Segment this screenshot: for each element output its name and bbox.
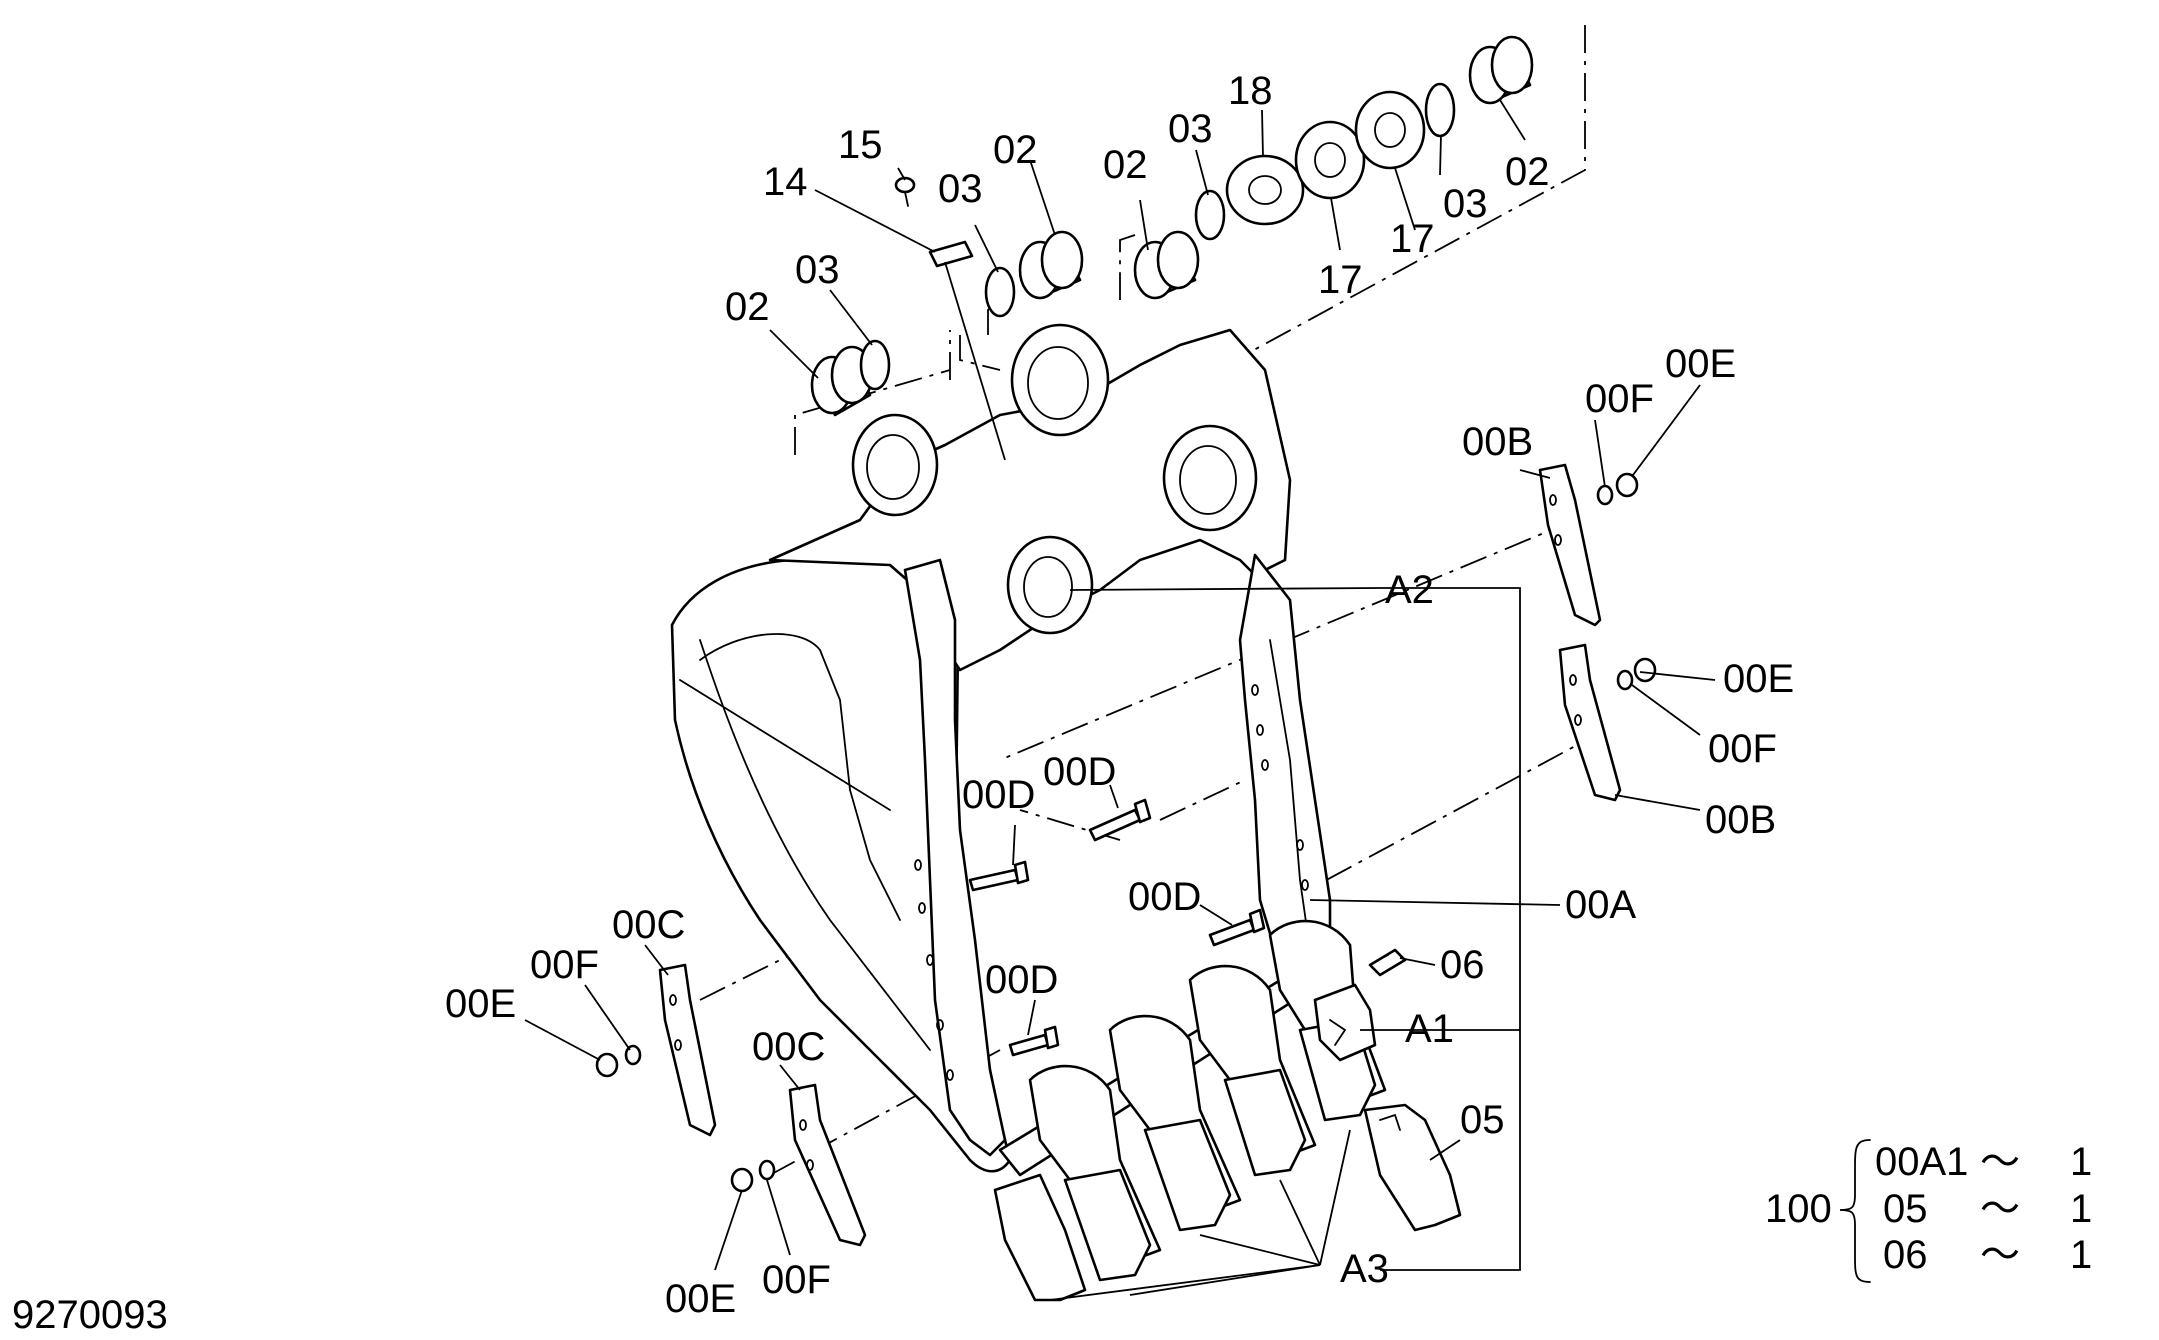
callout-00B: 00B xyxy=(1462,420,1533,464)
callout-A1: A1 xyxy=(1405,1007,1454,1051)
o-ring-03-mid xyxy=(984,266,1016,318)
callout-17: 17 xyxy=(1390,217,1435,261)
assembly-row-sep: 〜 xyxy=(1980,1140,2020,1184)
callout-15: 15 xyxy=(838,123,883,167)
tooth-05 xyxy=(1363,1103,1462,1232)
drawing-number: 9270093 xyxy=(12,1293,168,1337)
side-cutter-00B-top xyxy=(1538,463,1602,627)
nut-00E-top xyxy=(1615,472,1639,498)
adapter-a1 xyxy=(1313,983,1377,1062)
washer-00F-left xyxy=(624,1044,642,1066)
washer-00F-bottom xyxy=(758,1159,776,1181)
screw-15 xyxy=(894,176,916,207)
callout-00F: 00F xyxy=(1585,377,1654,421)
tooth-a3-5 xyxy=(993,1173,1087,1302)
callout-06: 06 xyxy=(1440,943,1485,987)
callout-00D: 00D xyxy=(1043,750,1116,794)
callout-A3: A3 xyxy=(1340,1247,1389,1291)
callout-00A: 00A xyxy=(1565,883,1636,927)
bolt-00D-1 xyxy=(968,860,1030,892)
shim-18 xyxy=(1225,154,1305,226)
callout-00F: 00F xyxy=(1708,727,1777,771)
callout-00F: 00F xyxy=(762,1258,831,1302)
callout-00E: 00E xyxy=(665,1277,736,1321)
nut-00E-left xyxy=(595,1052,619,1078)
nut-00E-right xyxy=(1633,657,1657,683)
callout-18: 18 xyxy=(1228,69,1273,113)
assembly-note: 100 00A1 〜 1 05 〜 1 06 〜 1 xyxy=(1765,1139,2092,1283)
callout-02: 02 xyxy=(993,128,1038,172)
callout-03: 03 xyxy=(795,248,840,292)
callout-02: 02 xyxy=(1103,143,1148,187)
callout-00E: 00E xyxy=(1723,657,1794,701)
callout-A2: A2 xyxy=(1385,568,1434,612)
callout-00C: 00C xyxy=(752,1025,825,1069)
callout-14: 14 xyxy=(763,160,808,204)
nut-00E-bottom xyxy=(730,1167,754,1193)
shim-17-b xyxy=(1354,90,1426,170)
assembly-row-sep: 〜 xyxy=(1980,1233,2020,1277)
hinge-boss-right xyxy=(1162,424,1258,532)
side-plate-holes xyxy=(914,684,1309,1081)
callout-03: 03 xyxy=(1443,182,1488,226)
assembly-row-part: 00A1 xyxy=(1875,1140,1968,1184)
callout-00E: 00E xyxy=(445,982,516,1026)
callout-05: 05 xyxy=(1460,1098,1505,1142)
tooth-a3-1 xyxy=(1028,1064,1162,1282)
pin-06 xyxy=(1368,948,1407,977)
assembly-row-sep: 〜 xyxy=(1980,1187,2020,1231)
callout-00D: 00D xyxy=(962,773,1035,817)
assembly-row-qty: 1 xyxy=(2070,1140,2092,1184)
bushing-02-right xyxy=(1133,230,1200,300)
assembly-row-qty: 1 xyxy=(2070,1233,2092,1277)
callout-00E: 00E xyxy=(1665,342,1736,386)
shim-17-a xyxy=(1294,120,1366,200)
assembly-row-part: 06 xyxy=(1883,1233,1928,1277)
callout-03: 03 xyxy=(938,167,983,211)
washer-00F-right xyxy=(1616,669,1634,691)
tooth-a3-2 xyxy=(1108,1014,1242,1232)
callout-02: 02 xyxy=(1505,150,1550,194)
callout-00C: 00C xyxy=(612,903,685,947)
bucket-body xyxy=(670,323,1347,1177)
callout-00F: 00F xyxy=(530,943,599,987)
callout-02: 02 xyxy=(725,285,770,329)
o-ring-03-far xyxy=(1424,82,1456,138)
bolt-00D-4 xyxy=(1008,1025,1060,1057)
side-cutter-00B-right xyxy=(1558,643,1622,802)
hinge-boss-lower xyxy=(1006,535,1094,635)
side-cutter-00C-left xyxy=(658,963,717,1137)
callout-00B: 00B xyxy=(1705,798,1776,842)
plate-14 xyxy=(928,240,974,268)
tooth-a3-3 xyxy=(1188,964,1317,1177)
bolt-00D-2 xyxy=(1088,798,1152,842)
hinge-boss-left xyxy=(851,413,939,517)
assembly-row-qty: 1 xyxy=(2070,1187,2092,1231)
callout-labels: 15 14 03 02 02 03 02 03 18 17 17 03 02 0… xyxy=(445,69,1794,1321)
hinge-boss-top xyxy=(1010,323,1110,437)
callout-17: 17 xyxy=(1318,258,1363,302)
bolt-00D-3 xyxy=(1208,908,1266,947)
o-ring-03-left xyxy=(859,339,891,391)
bushing-02-mid xyxy=(1018,230,1084,300)
callout-00D: 00D xyxy=(985,958,1058,1002)
bushing-02-far xyxy=(1468,35,1534,105)
callout-03: 03 xyxy=(1168,107,1213,151)
callout-00D: 00D xyxy=(1128,875,1201,919)
leader-lines xyxy=(524,99,1716,1301)
brace xyxy=(1839,1139,1871,1283)
washer-00F-top xyxy=(1596,484,1614,506)
bushing-02-left xyxy=(810,345,874,417)
assembly-parent: 100 xyxy=(1765,1187,1832,1231)
side-cutter-00C-bottom xyxy=(788,1083,867,1247)
o-ring-03-right xyxy=(1194,189,1226,241)
assembly-row-part: 05 xyxy=(1883,1187,1928,1231)
